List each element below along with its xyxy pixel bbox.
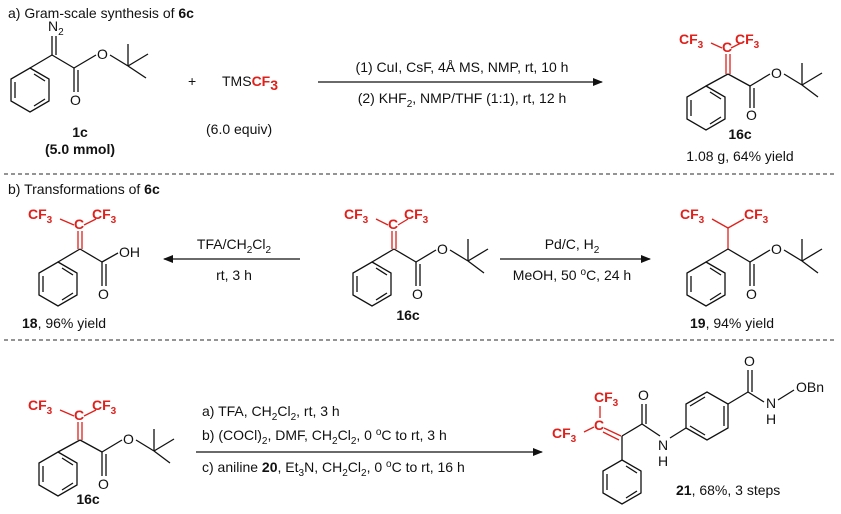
carbonyl-o-label: O xyxy=(746,286,757,302)
cf3-right-label: CF3 xyxy=(735,31,760,51)
carbonyl-o-label: O xyxy=(70,92,81,108)
conditions-b-right-line2: MeOH, 50 oC, 24 h xyxy=(513,267,631,283)
cf3-left-label: CF3 xyxy=(680,206,705,226)
cf3-right-label: CF3 xyxy=(404,206,429,226)
compound-1c-id: 1c xyxy=(72,124,88,140)
conditions-a-line1: (1) CuI, CsF, 4Å MS, NMP, rt, 10 h xyxy=(356,59,569,75)
compound-16c-bottom-id: 16c xyxy=(76,491,100,507)
compound-16c-center-structure: CF3 CF3 C O O xyxy=(344,206,489,307)
compound-16c-bottom-structure: CF3 CF3 C O O xyxy=(28,397,175,497)
cf3-right-label: CF3 xyxy=(92,397,117,417)
compound-21-structure: CF3 CF3 C O N H O N H OBn xyxy=(552,353,824,505)
carbonyl-o-label: O xyxy=(412,286,423,302)
cf3-left-label: CF3 xyxy=(679,31,704,51)
hydroxamate-n-label: N xyxy=(766,395,776,411)
alkene-c-label: C xyxy=(74,407,84,423)
carbonyl-o-label: O xyxy=(98,286,109,302)
conditions-a-line2: (2) KHF2, NMP/THF (1:1), rt, 12 h xyxy=(358,90,567,110)
ester-o-label: O xyxy=(771,241,782,257)
section-a-title: a) Gram-scale synthesis of 6c xyxy=(8,5,194,21)
conditions-b-left-line1: TFA/CH2Cl2 xyxy=(197,236,272,256)
alkene-c-label: C xyxy=(388,216,398,232)
cf3-left-label: CF3 xyxy=(28,397,53,417)
alkene-c-label: C xyxy=(722,39,732,55)
tmscf3-equiv: (6.0 equiv) xyxy=(206,121,272,137)
cf3-left-label: CF3 xyxy=(344,206,369,226)
ester-o-label: O xyxy=(123,431,134,447)
compound-18-structure: CF3 CF3 C O OH xyxy=(28,206,140,307)
compound-18-caption: 18, 96% yield xyxy=(22,315,106,331)
amide-o-label: O xyxy=(638,387,649,403)
compound-16c-yield: 1.08 g, 64% yield xyxy=(686,148,793,164)
cf3-right-label: CF3 xyxy=(744,206,769,226)
section-b-title: b) Transformations of 6c xyxy=(8,181,160,197)
alkene-c-label: C xyxy=(594,417,604,433)
compound-21-caption: 21, 68%, 3 steps xyxy=(676,482,780,498)
tmscf3-label: TMSCF3 xyxy=(222,73,278,93)
conditions-c-line3: c) aniline 20, Et3N, CH2Cl2, 0 oC to rt,… xyxy=(202,459,465,479)
conditions-b-left-line2: rt, 3 h xyxy=(216,267,252,283)
cf3-left-label: CF3 xyxy=(28,206,53,226)
amide-h-label: H xyxy=(658,453,668,469)
hydroxamate-h-label: H xyxy=(766,411,776,427)
compound-1c-amount: (5.0 mmol) xyxy=(45,141,115,157)
amide-nh-label: N xyxy=(658,437,668,453)
cf3-right-label: CF3 xyxy=(92,206,117,226)
obn-label: OBn xyxy=(796,379,824,395)
plus-sign: + xyxy=(188,73,196,89)
conditions-c-line1: a) TFA, CH2Cl2, rt, 3 h xyxy=(202,403,340,423)
cf3-top-label: CF3 xyxy=(594,389,619,409)
alkene-c-label: C xyxy=(74,216,84,232)
compound-1c-structure: N2 O O xyxy=(10,18,149,113)
conditions-b-right-line1: Pd/C, H2 xyxy=(545,236,600,256)
conditions-c-line2: b) (COCl)2, DMF, CH2Cl2, 0 oC to rt, 3 h xyxy=(202,427,447,447)
compound-16c-id: 16c xyxy=(728,126,752,142)
compound-16c-product-structure: CF3 CF3 C O O xyxy=(679,31,823,131)
ester-o-label: O xyxy=(771,65,782,81)
ester-o-label: O xyxy=(97,46,108,62)
hydroxyl-label: OH xyxy=(119,244,140,260)
cf3-left-label: CF3 xyxy=(552,425,577,445)
diazo-n2-label: N2 xyxy=(48,18,64,38)
carbonyl-o-label: O xyxy=(746,107,757,123)
compound-19-structure: CF3 CF3 O O xyxy=(680,206,823,307)
compound-16c-center-id: 16c xyxy=(396,307,420,323)
compound-19-caption: 19, 94% yield xyxy=(690,315,774,331)
ester-o-label: O xyxy=(437,241,448,257)
carbonyl-o-label: O xyxy=(98,476,109,492)
hydroxamate-o-label: O xyxy=(744,353,755,369)
